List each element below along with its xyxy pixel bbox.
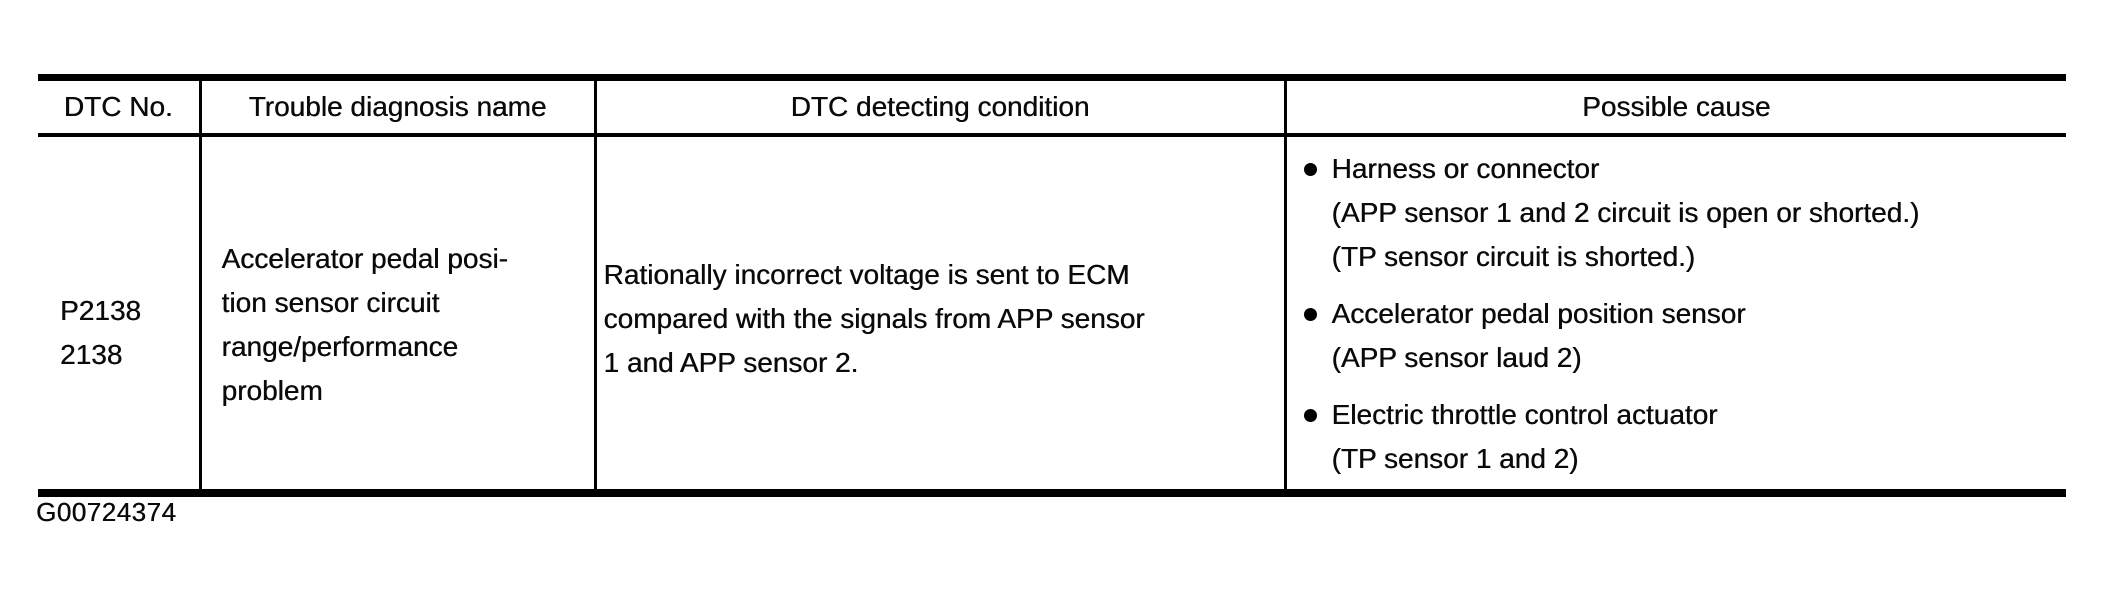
cause-text: Harness or connector (APP sensor 1 and 2… (1332, 147, 1920, 279)
cell-possible-cause: Harness or connector (APP sensor 1 and 2… (1285, 135, 2066, 493)
dtc-table-header: DTC No. Trouble diagnosis name DTC detec… (38, 77, 2066, 137)
diagnosis-name-line: range/performance (221, 330, 459, 362)
diagnosis-name-line: problem (221, 374, 323, 406)
header-row: DTC No. Trouble diagnosis name DTC detec… (38, 77, 2066, 137)
detecting-condition-line: 1 and APP sensor 2. (603, 346, 859, 378)
dtc-code-line: 2138 (60, 338, 123, 370)
detecting-condition-line: compared with the signals from APP senso… (603, 302, 1145, 334)
column-header-possible-cause: Possible cause (1285, 77, 2066, 137)
cell-dtc-no: P2138 2138 (38, 134, 202, 493)
cause-title: Harness or connector (1331, 152, 1600, 184)
cause-text: Accelerator pedal position sensor (APP s… (1332, 292, 1746, 380)
dtc-code-line: P2138 (60, 294, 141, 326)
diagnosis-name-line: Accelerator pedal posi- (221, 242, 508, 274)
figure-code: G00724374 (36, 497, 177, 527)
diagnosis-name-line: tion sensor circuit (221, 286, 440, 318)
column-header-dtc-detecting-condition: DTC detecting condition (595, 77, 1287, 137)
possible-cause-item: Harness or connector (APP sensor 1 and 2… (1301, 147, 2061, 279)
possible-cause-item: Accelerator pedal position sensor (APP s… (1301, 292, 2061, 380)
dtc-table: DTC No. Trouble diagnosis name DTC detec… (38, 74, 2066, 497)
detecting-condition-line: Rationally incorrect voltage is sent to … (603, 258, 1130, 290)
bullet-icon (1303, 162, 1317, 176)
cell-dtc-detecting-condition: Rationally incorrect voltage is sent to … (595, 134, 1287, 493)
cause-title: Accelerator pedal position sensor (1331, 297, 1746, 329)
possible-cause-item: Electric throttle control actuator (TP s… (1301, 393, 2061, 481)
cause-detail: (APP sensor 1 and 2 circuit is open or s… (1331, 196, 1920, 228)
cause-detail: (TP sensor 1 and 2) (1331, 442, 1579, 474)
cause-text: Electric throttle control actuator (TP s… (1332, 393, 1718, 481)
bullet-icon (1303, 307, 1317, 321)
column-header-dtc-no: DTC No. (38, 77, 202, 137)
cause-detail: (APP sensor laud 2) (1331, 341, 1582, 373)
cell-trouble-diagnosis-name: Accelerator pedal posi- tion sensor circ… (200, 134, 597, 493)
bullet-icon (1303, 408, 1317, 422)
table-row-p2138: P2138 2138 Accelerator pedal posi- tion … (38, 134, 2066, 493)
cause-title: Electric throttle control actuator (1331, 398, 1718, 430)
cause-detail: (TP sensor circuit is shorted.) (1331, 240, 1696, 272)
column-header-trouble-diagnosis-name: Trouble diagnosis name (200, 77, 597, 137)
